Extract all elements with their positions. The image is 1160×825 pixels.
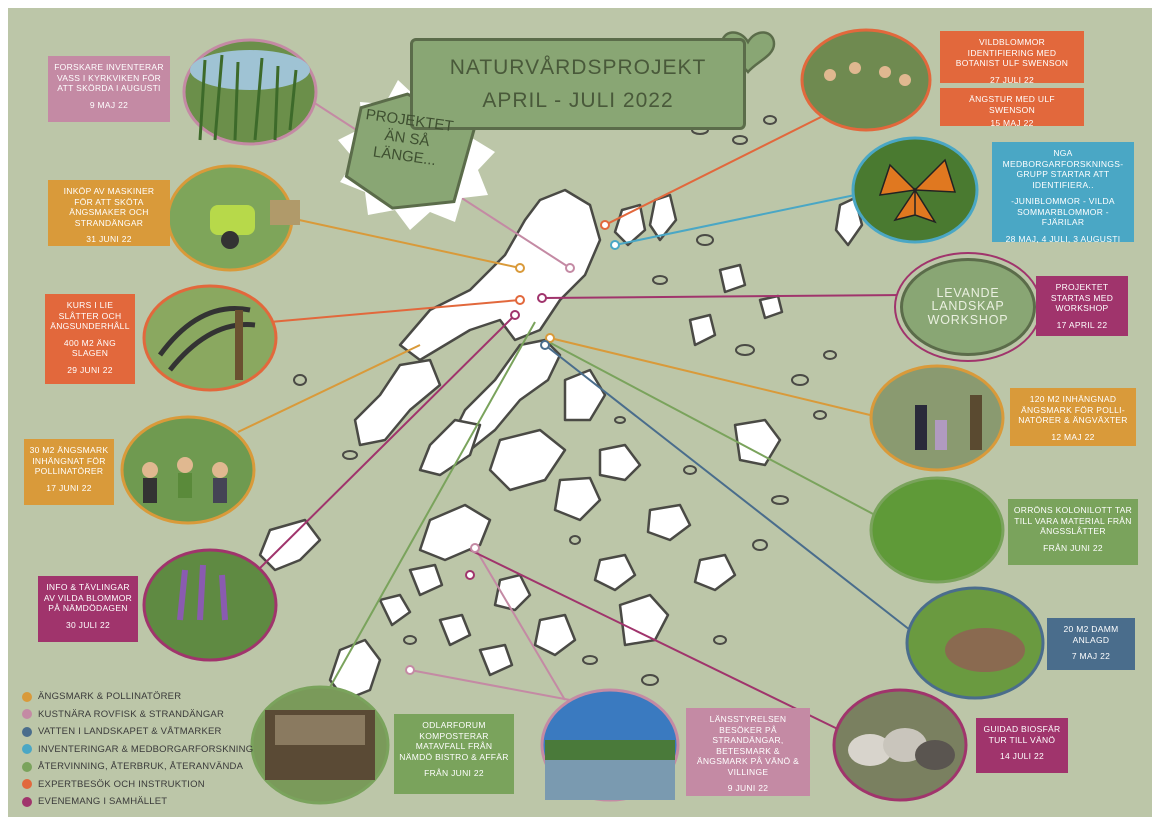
event-date: 28 MAJ, 4 JULI, 3 AUGUSTI [1005,233,1121,244]
event-date: 9 JUNI 22 [727,783,769,793]
legend-item: EVENEMANG I SAMHÄLLET [22,793,253,811]
event-nga: NGA MEDBORGARFORSKNINGS-GRUPP STARTAR AT… [992,142,1134,244]
legend-item: ÅTERVINNING, ÅTERBRUK, ÅTERANVÄNDA [22,758,253,776]
event-text: GUIDAD BIOSFÄR TUR TILL VÄNÖ [983,724,1061,745]
levande-text: LEVANDE LANDSKAP WORKSHOP [927,285,1009,327]
event-startas: PROJEKTET STARTAS MED WORKSHOP 17 APRIL … [1036,276,1128,336]
event-text: LÄNSSTYRELSEN BESÖKER PÅ STRANDÄNGAR, BE… [696,714,800,777]
event-sub: 400 M2 ÄNG SLAGEN [63,337,117,359]
event-text: ODLARFORUM KOMPOSTERAR MATAVFALL FRÅN NÄ… [399,720,509,762]
legend-item: EXPERTBESÖK OCH INSTRUKTION [22,776,253,794]
event-date: 7 MAJ 22 [1071,651,1111,661]
event-text: 120 M2 INHÄNGNAD ÄNGSMARK FÖR POLLI-NATÖ… [1018,394,1128,425]
legend: ÄNGSMARK & POLLINATÖRER KUSTNÄRA ROVFISK… [22,688,253,811]
legend-item: INVENTERINGAR & MEDBORGARFORSKNING [22,741,253,759]
event-lie: KURS I LIE SLÅTTER OCH ÄNGSUNDERHÅLL 400… [45,294,135,384]
event-damm: 20 M2 DAMM ANLAGD 7 MAJ 22 [1047,618,1135,670]
event-guidad: GUIDAD BIOSFÄR TUR TILL VÄNÖ 14 JULI 22 [976,718,1068,773]
event-text: ORRÖNS KOLONILOTT TAR TILL VARA MATERIAL… [1013,505,1133,536]
legend-item: VATTEN I LANDSKAPET & VÅTMARKER [22,723,253,741]
legend-label: VATTEN I LANDSKAPET & VÅTMARKER [38,726,222,738]
event-date: FRÅN JUNI 22 [1043,542,1103,553]
event-vildblommor: VILDBLOMMOR IDENTIFIERING MED BOTANIST U… [940,31,1084,85]
event-angstur: ÄNGSTUR MED ULF SWENSON 15 MAJ 22 [940,88,1084,128]
event-text: VILDBLOMMOR IDENTIFIERING MED BOTANIST U… [955,37,1069,68]
event-date: 30 JULI 22 [65,619,111,630]
legend-dot [22,796,32,807]
event-date: 9 MAJ 22 [89,99,129,110]
legend-dot [22,709,32,720]
legend-label: KUSTNÄRA ROVFISK & STRANDÄNGAR [38,708,225,720]
event-odlar: ODLARFORUM KOMPOSTERAR MATAVFALL FRÅN NÄ… [394,714,514,794]
legend-item: ÄNGSMARK & POLLINATÖRER [22,688,253,706]
event-text: ÄNGSTUR MED ULF SWENSON [969,94,1055,115]
legend-label: EXPERTBESÖK OCH INSTRUKTION [38,778,205,790]
legend-dot [22,779,32,790]
event-text: FORSKARE INVENTERAR VASS I KYRKVIKEN FÖR… [54,62,164,93]
legend-dot [22,726,32,737]
event-info: INFO & TÄVLINGAR AV VILDA BLOMMOR PÅ NÄM… [38,576,138,642]
event-lansstyrelsen: LÄNSSTYRELSEN BESÖKER PÅ STRANDÄNGAR, BE… [686,708,810,796]
event-date: 12 MAJ 22 [1051,431,1095,442]
event-orron: ORRÖNS KOLONILOTT TAR TILL VARA MATERIAL… [1008,499,1138,565]
event-ang30: 30 M2 ÄNGSMARK INHÄNGNAT FÖR POLLINATÖRE… [24,439,114,505]
event-date: 29 JUNI 22 [67,364,113,375]
legend-dot [22,761,32,772]
legend-item: KUSTNÄRA ROVFISK & STRANDÄNGAR [22,706,253,724]
event-date: 17 JUNI 22 [46,482,92,493]
event-date: 15 MAJ 22 [990,118,1034,128]
poster-title: NATURVÅRDSPROJEKT APRIL - JULI 2022 [410,38,746,130]
event-text: INKÖP AV MASKINER FÖR ATT SKÖTA ÄNGSMAKE… [63,186,155,228]
event-vass: FORSKARE INVENTERAR VASS I KYRKVIKEN FÖR… [48,56,170,122]
event-date: 17 APRIL 22 [1056,319,1108,330]
legend-label: ÅTERVINNING, ÅTERBRUK, ÅTERANVÄNDA [38,761,244,773]
legend-label: ÄNGSMARK & POLLINATÖRER [38,691,182,703]
event-date: 27 JULI 22 [989,74,1035,85]
title-line-2: APRIL - JULI 2022 [482,89,674,112]
event-list: -JUNIBLOMMOR - VILDA SOMMARBLOMMOR - FJÄ… [1011,196,1115,227]
levande-badge: LEVANDE LANDSKAP WORKSHOP [900,258,1036,356]
title-line-1: NATURVÅRDSPROJEKT [449,56,707,79]
event-date: 31 JUNI 22 [86,234,132,244]
event-text: 20 M2 DAMM ANLAGD [1063,624,1119,645]
event-text: NGA MEDBORGARFORSKNINGS-GRUPP STARTAR AT… [1002,148,1124,190]
legend-label: EVENEMANG I SAMHÄLLET [38,796,168,808]
legend-dot [22,691,32,702]
event-date: FRÅN JUNI 22 [424,768,484,778]
event-text: 30 M2 ÄNGSMARK INHÄNGNAT FÖR POLLINATÖRE… [29,445,109,476]
legend-dot [22,744,32,755]
event-date: 14 JULI 22 [999,751,1045,761]
event-ang120: 120 M2 INHÄNGNAD ÄNGSMARK FÖR POLLI-NATÖ… [1010,388,1136,446]
event-text: KURS I LIE SLÅTTER OCH ÄNGSUNDERHÅLL [50,300,130,331]
event-text: INFO & TÄVLINGAR AV VILDA BLOMMOR PÅ NÄM… [43,582,133,613]
event-maskiner: INKÖP AV MASKINER FÖR ATT SKÖTA ÄNGSMAKE… [48,180,170,246]
event-text: PROJEKTET STARTAS MED WORKSHOP [1050,282,1114,313]
legend-label: INVENTERINGAR & MEDBORGARFORSKNING [38,743,254,755]
